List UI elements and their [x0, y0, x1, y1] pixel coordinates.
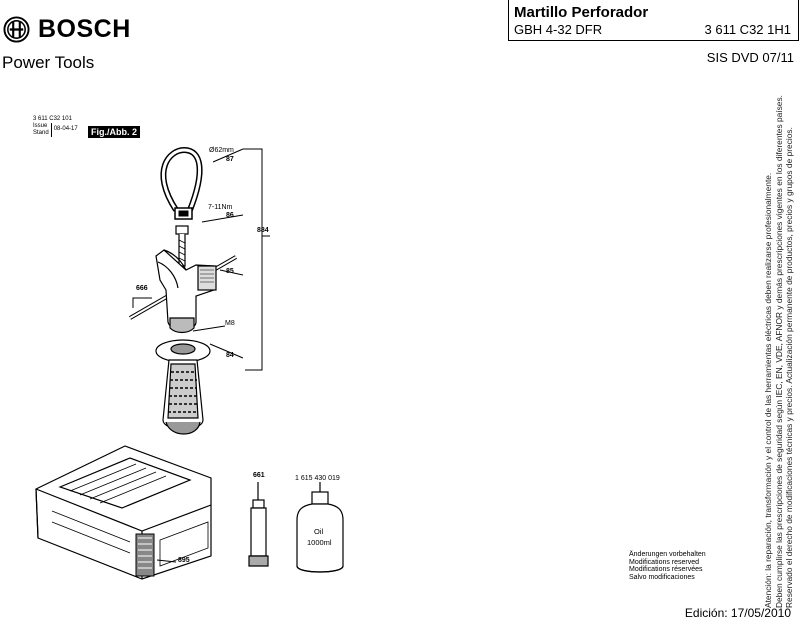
part-884-label: 884: [257, 227, 269, 234]
stand-label: Stand: [33, 130, 49, 136]
oil-part-number: 1 615 430 019: [295, 475, 340, 482]
oil-bottle-icon: [296, 482, 344, 573]
legal-side-note: Atención: la reparación, transformación …: [763, 88, 795, 608]
diameter-label: Ø62mm: [209, 147, 234, 154]
brand-subtitle: Power Tools: [2, 53, 95, 72]
mod-line-en: Modifications reserved: [629, 558, 700, 566]
sis-version: SIS DVD 07/11: [706, 50, 794, 65]
part-84-label: 84: [226, 352, 234, 359]
figure-part-number: 3 611 C32 101: [33, 116, 72, 122]
part-666-label: 666: [136, 285, 148, 292]
mod-line-fr: Modifications réservées: [629, 566, 703, 574]
carrying-case-icon: [35, 445, 212, 580]
brand-name: BOSCH: [38, 15, 131, 43]
tool-part-number: 3 611 C32 1H1: [704, 22, 792, 37]
document-title: Martillo Perforador: [514, 4, 649, 21]
m8-label: M8: [225, 320, 235, 327]
part-895-label: 895: [178, 557, 190, 564]
side-handle-icon: [155, 339, 211, 435]
grease-tube-icon: [248, 482, 269, 567]
issue-date: 08-04-17: [53, 126, 78, 132]
figure-meta: 3 611 C32 101 Issue Stand 08-04-17: [33, 116, 78, 137]
oil-volume: 1000ml: [307, 538, 332, 547]
mod-line-es: Salvo modificaciones: [629, 573, 695, 581]
model-number: GBH 4-32 DFR: [514, 22, 603, 37]
issue-label: Issue: [33, 123, 48, 129]
part-85-label: 85: [226, 268, 234, 275]
part-87-label: 87: [226, 156, 234, 163]
modifications-note: Änderungen vorbehalten Modifications res…: [629, 551, 706, 581]
depth-stop-strap-icon: [160, 146, 203, 220]
figure-badge: Fig./Abb. 2: [88, 126, 140, 138]
part-661-label: 661: [253, 472, 265, 479]
edition-date: Edición: 17/05/2010: [684, 606, 791, 620]
side-note-line-3: Reservado el derecho de modificaciones t…: [784, 127, 794, 608]
handle-clamp-icon: [155, 249, 217, 334]
bosch-logo: BOSCH: [3, 16, 131, 43]
bosch-armature-logo-icon: [3, 16, 30, 43]
torque-label: 7-11Nm: [208, 204, 233, 211]
title-block: Martillo Perforador GBH 4-32 DFR 3 611 C…: [508, 0, 799, 41]
oil-text: Oil: [314, 527, 324, 536]
part-86-label: 86: [226, 212, 234, 219]
side-note-line-1: Atención: la reparación, transformación …: [763, 172, 773, 608]
mod-line-de: Änderungen vorbehalten: [629, 551, 706, 558]
bolt-icon: [175, 225, 189, 267]
side-note-line-2: Deben cumplirse las prescripciones de se…: [773, 95, 784, 608]
